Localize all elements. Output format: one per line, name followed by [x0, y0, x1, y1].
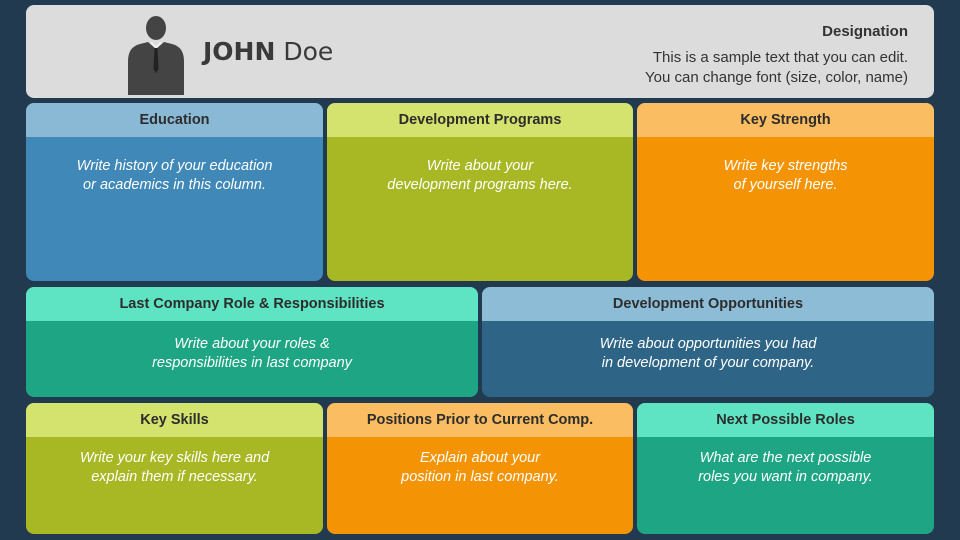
- card-development-programs: Development Programs Write about your de…: [327, 103, 633, 281]
- person-name: JOHN Doe: [203, 37, 333, 66]
- card-text-line: Write key strengths: [723, 158, 848, 174]
- card-body: Write your key skills here and explain t…: [26, 437, 323, 534]
- card-text-line: in development of your company.: [601, 355, 815, 371]
- card-text-line: Write about opportunities you had: [599, 336, 817, 352]
- card-title: Education: [26, 103, 323, 137]
- card-text-line: of yourself here.: [733, 177, 838, 193]
- card-text-line: What are the next possible: [699, 450, 872, 466]
- card-title: Last Company Role & Responsibilities: [26, 287, 478, 321]
- card-text-line: position in last company.: [401, 469, 559, 485]
- last-name: Doe: [283, 37, 334, 66]
- card-body: What are the next possible roles you wan…: [637, 437, 934, 534]
- card-text-line: Write history of your education: [76, 158, 273, 174]
- card-education: Education Write history of your educatio…: [26, 103, 323, 281]
- card-key-strength: Key Strength Write key strengths of your…: [637, 103, 934, 281]
- card-body: Write about your roles & responsibilitie…: [26, 321, 478, 397]
- card-positions-prior: Positions Prior to Current Comp. Explain…: [327, 403, 633, 534]
- person-icon: [128, 16, 184, 95]
- card-next-possible-roles: Next Possible Roles What are the next po…: [637, 403, 934, 534]
- card-development-opportunities: Development Opportunities Write about op…: [482, 287, 934, 397]
- card-text-line: Write about your roles &: [174, 336, 330, 352]
- card-body: Write key strengths of yourself here.: [637, 137, 934, 281]
- designation-label: Designation: [822, 23, 908, 40]
- card-title: Next Possible Roles: [637, 403, 934, 437]
- card-key-skills: Key Skills Write your key skills here an…: [26, 403, 323, 534]
- card-title: Key Skills: [26, 403, 323, 437]
- card-text-line: or academics in this column.: [83, 177, 266, 193]
- card-text-line: explain them if necessary.: [91, 469, 258, 485]
- card-text-line: responsibilities in last company: [152, 355, 352, 371]
- card-title: Positions Prior to Current Comp.: [327, 403, 633, 437]
- card-text-line: roles you want in company.: [698, 469, 873, 485]
- sample-text: This is a sample text that you can edit.…: [645, 48, 908, 88]
- sample-line-2: You can change font (size, color, name): [645, 69, 908, 86]
- card-body: Write about opportunities you had in dev…: [482, 321, 934, 397]
- card-body: Write about your development programs he…: [327, 137, 633, 281]
- card-body: Write history of your education or acade…: [26, 137, 323, 281]
- card-body: Explain about your position in last comp…: [327, 437, 633, 534]
- card-text-line: Write your key skills here and: [79, 450, 270, 466]
- card-text-line: development programs here.: [387, 177, 573, 193]
- card-title: Key Strength: [637, 103, 934, 137]
- sample-line-1: This is a sample text that you can edit.: [652, 49, 908, 66]
- card-last-company-role: Last Company Role & Responsibilities Wri…: [26, 287, 478, 397]
- card-title: Development Opportunities: [482, 287, 934, 321]
- card-text-line: Write about your: [426, 158, 534, 174]
- profile-header: JOHN Doe Designation This is a sample te…: [26, 5, 934, 98]
- card-text-line: Explain about your: [419, 450, 541, 466]
- first-name: JOHN: [203, 37, 276, 66]
- card-title: Development Programs: [327, 103, 633, 137]
